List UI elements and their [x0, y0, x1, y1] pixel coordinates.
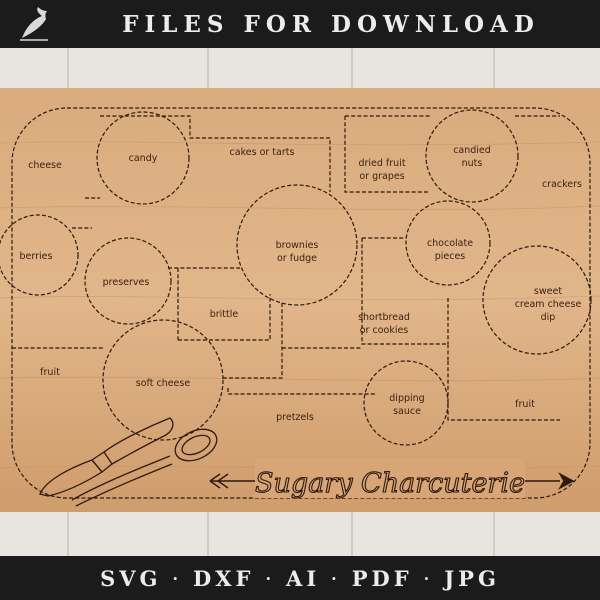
label-shortbread-2: or cookies: [360, 325, 409, 336]
label-cheese: cheese: [28, 160, 62, 171]
label-cakes: cakes or tarts: [230, 147, 295, 158]
board-title: Sugary Charcuterie: [255, 468, 525, 499]
header-title: FILES FOR DOWNLOAD: [122, 10, 540, 38]
label-crackers: crackers: [542, 179, 582, 190]
header-bar: FILES FOR DOWNLOAD: [0, 0, 600, 48]
label-berries: berries: [20, 251, 53, 262]
title-backing: [255, 458, 525, 498]
label-dried-1: dried fruit: [358, 158, 405, 169]
label-brittle: brittle: [210, 309, 239, 320]
label-candied-2: nuts: [462, 158, 483, 169]
label-dried-2: or grapes: [359, 171, 404, 182]
format-dxf: DXF: [193, 565, 255, 591]
label-brownies-1: brownies: [276, 240, 319, 251]
label-preserves: preserves: [103, 277, 150, 288]
format-list: SVG · DXF · AI · PDF · JPG: [0, 556, 600, 600]
format-separator: ·: [423, 568, 434, 588]
label-dipping-1: dipping: [389, 393, 424, 404]
format-jpg: JPG: [444, 565, 500, 591]
format-bar: SVG · DXF · AI · PDF · JPG: [0, 556, 600, 600]
label-pretzels: pretzels: [276, 412, 314, 423]
label-chocolate-2: pieces: [435, 251, 466, 262]
format-pdf: PDF: [351, 565, 413, 591]
label-soft-cheese: soft cheese: [136, 378, 191, 389]
label-chocolate-1: chocolate: [427, 238, 473, 249]
format-separator: ·: [172, 568, 183, 588]
charcuterie-board: cheese candy cakes or tarts dried fruit …: [0, 48, 600, 556]
label-fruit-left: fruit: [40, 367, 60, 378]
board-surface: [0, 88, 600, 512]
format-separator: ·: [265, 568, 276, 588]
label-sweet-2: cream cheese: [515, 299, 582, 310]
compartment-labels: cheese candy cakes or tarts dried fruit …: [20, 145, 583, 423]
knife-icon: [39, 417, 174, 497]
label-brownies-2: or fudge: [277, 253, 317, 264]
label-sweet-1: sweet: [534, 286, 562, 297]
format-separator: ·: [331, 568, 341, 588]
label-candy: candy: [129, 153, 158, 164]
label-shortbread-1: shortbread: [358, 312, 410, 323]
label-sweet-3: dip: [541, 312, 556, 323]
label-fruit-right: fruit: [515, 399, 535, 410]
spoon-icon: [71, 428, 218, 507]
format-ai: AI: [286, 565, 321, 591]
format-svg: SVG: [100, 565, 162, 591]
bird-logo-icon: [20, 7, 48, 41]
label-dipping-2: sauce: [393, 406, 421, 417]
label-candied-1: candied: [453, 145, 491, 156]
